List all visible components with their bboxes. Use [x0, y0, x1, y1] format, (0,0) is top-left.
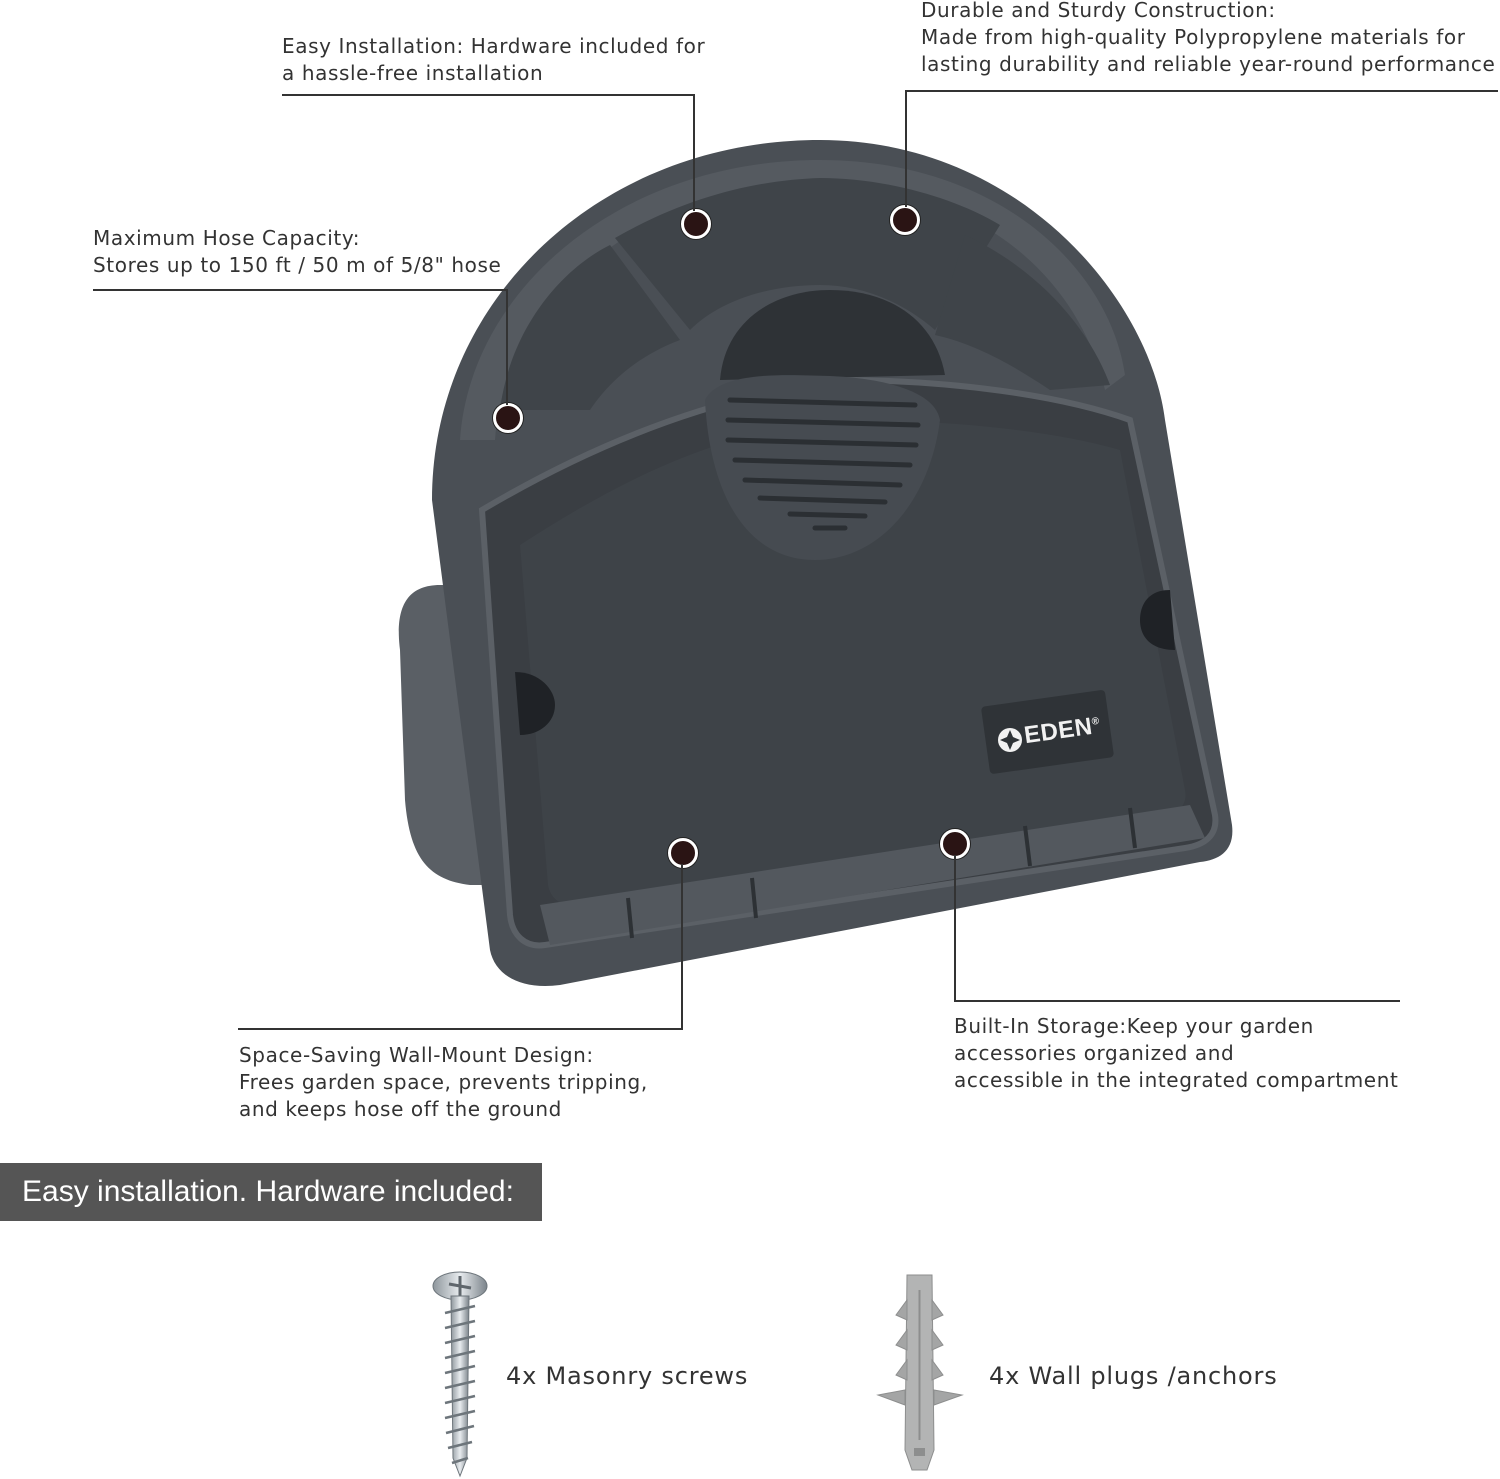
- lid-panel: [520, 420, 1186, 906]
- leader-capacity-v: [506, 289, 508, 405]
- callout-storage-line2: accessories organized and: [954, 1041, 1235, 1065]
- bottom-lip: [540, 805, 1205, 945]
- callout-capacity-line2: Stores up to 150 ft / 50 m of 5/8" hose: [93, 253, 502, 277]
- top-sector-left: [500, 245, 680, 410]
- hardware-screws-label: 4x Masonry screws: [506, 1362, 749, 1390]
- callout-construction-line3: lasting durability and reliable year-rou…: [921, 52, 1496, 76]
- screw-icon: [432, 1271, 488, 1478]
- callout-storage-line1: Built-In Storage:Keep your garden: [954, 1014, 1314, 1038]
- callout-wall-mount-line3: and keeps hose off the ground: [239, 1097, 562, 1121]
- callout-dot-construction: [890, 205, 920, 235]
- leader-storage-v: [954, 855, 956, 1002]
- callout-capacity-line1: Maximum Hose Capacity:: [93, 226, 361, 250]
- callout-storage-line3: accessible in the integrated compartment: [954, 1068, 1399, 1092]
- callout-dot-installation: [681, 209, 711, 239]
- bottom-ribs: [626, 807, 1137, 939]
- lid-notch-left: [515, 672, 555, 735]
- callout-dot-storage: [940, 829, 970, 859]
- callout-wall-mount-line1: Space-Saving Wall-Mount Design:: [239, 1043, 594, 1067]
- brand-badge: [981, 690, 1114, 774]
- callout-construction: Durable and Sturdy Construction: Made fr…: [921, 0, 1495, 78]
- callout-dot-wall-mount: [668, 838, 698, 868]
- upper-rim: [460, 160, 1125, 440]
- callout-wall-mount: Space-Saving Wall-Mount Design: Frees ga…: [239, 1042, 648, 1123]
- hose-outlet: [720, 290, 945, 380]
- hardware-section-title: Easy installation. Hardware included:: [0, 1163, 542, 1221]
- callout-storage: Built-In Storage:Keep your garden access…: [954, 1013, 1398, 1094]
- wall-anchor-icon: [876, 1274, 964, 1471]
- hardware-anchors-label: 4x Wall plugs /anchors: [989, 1362, 1278, 1390]
- top-sector-right: [935, 235, 1110, 390]
- callout-wall-mount-line2: Frees garden space, prevents tripping,: [239, 1070, 648, 1094]
- lid-notch-right: [1140, 590, 1175, 650]
- leader-construction-v: [905, 90, 907, 207]
- leader-capacity-h: [93, 289, 508, 291]
- leader-wall-mount-v: [681, 864, 683, 1030]
- callout-installation-line1: Easy Installation: Hardware included for: [282, 34, 706, 58]
- leader-construction-h: [905, 90, 1498, 92]
- brand-logo-icon: [998, 728, 1022, 752]
- callout-construction-line1: Durable and Sturdy Construction:: [921, 0, 1276, 22]
- registered-mark: ®: [1090, 715, 1101, 728]
- leader-storage-h: [954, 1000, 1400, 1002]
- callout-installation: Easy Installation: Hardware included for…: [282, 33, 705, 87]
- callout-capacity: Maximum Hose Capacity: Stores up to 150 …: [93, 225, 501, 279]
- grip-ridges: [725, 397, 921, 531]
- callout-construction-line2: Made from high-quality Polypropylene mat…: [921, 25, 1466, 49]
- leader-wall-mount-h: [238, 1028, 683, 1030]
- leader-installation-h: [282, 94, 695, 96]
- callout-dot-capacity: [493, 403, 523, 433]
- leader-installation-v: [693, 94, 695, 211]
- callout-installation-line2: a hassle-free installation: [282, 61, 544, 85]
